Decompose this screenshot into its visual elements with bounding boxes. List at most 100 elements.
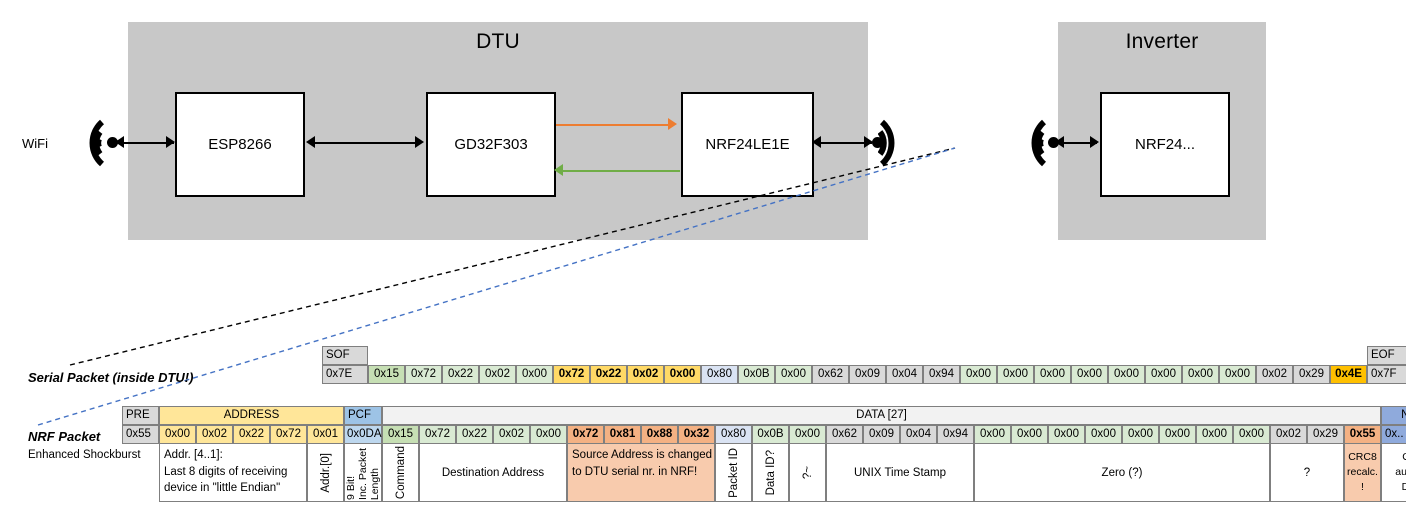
nrf-desc-unknown: ?: [1270, 444, 1344, 502]
serial-byte-18: 0x00: [1034, 365, 1071, 384]
nrf-desc-address: Addr. [4..1]: Last 8 digits of receiving…: [159, 444, 307, 502]
nrf-header-row: PRE ADDRESS PCF DATA [27] NRF CRC: [122, 406, 1406, 425]
nrf-byte-6: 0x81: [604, 425, 641, 444]
nrf-byte-1: 0x72: [419, 425, 456, 444]
serial-byte-11: 0x00: [775, 365, 812, 384]
nrf-byte-9: 0x80: [715, 425, 752, 444]
nrf-desc-tilde-text: ?~: [801, 465, 814, 480]
nrf-byte-5: 0x72: [567, 425, 604, 444]
inverter-antenna-link: [1059, 142, 1097, 144]
serial-byte-3: 0x02: [479, 365, 516, 384]
nrf-desc-unknown-text: ?: [1303, 466, 1311, 479]
serial-sof-header: SOF: [322, 346, 368, 365]
dtu-rf-antenna-dot: [872, 137, 883, 148]
nrf-gd32-downlink-arrowhead: [554, 164, 563, 176]
nrf-byte-12: 0x62: [826, 425, 863, 444]
nrf-desc-data-id: Data ID?: [752, 444, 789, 502]
nrf-desc-timestamp: UNIX Time Stamp: [826, 444, 974, 502]
wifi-esp-arrow-left: [115, 136, 124, 148]
chip-nrf24-inverter-label: NRF24...: [1134, 136, 1195, 153]
serial-byte-12: 0x62: [812, 365, 849, 384]
gd32-nrf-uplink-arrowhead: [668, 118, 677, 130]
serial-byte-19: 0x00: [1071, 365, 1108, 384]
serial-byte-24: 0x02: [1256, 365, 1293, 384]
nrf-desc-addr0: Addr.[0]: [307, 444, 344, 502]
nrf-byte-14: 0x04: [900, 425, 937, 444]
nrf-address-byte-4: 0x01: [307, 425, 344, 444]
dtu-rf-antenna-icon: [878, 119, 895, 167]
serial-byte-15: 0x94: [923, 365, 960, 384]
serial-byte-13: 0x09: [849, 365, 886, 384]
nrf-desc-source: Source Address is changed to DTU serial …: [567, 444, 715, 502]
nrf-crc-byte-0: 0x..: [1381, 425, 1406, 444]
inverter-antenna-dot: [1048, 137, 1059, 148]
inverter-antenna-arrow-left: [1055, 136, 1064, 148]
inverter-title: Inverter: [1125, 30, 1199, 53]
nrf-desc-addr0-text: Addr.[0]: [319, 452, 332, 493]
nrf-byte-0: 0x15: [382, 425, 419, 444]
esp-gd32-arrow-right: [415, 136, 424, 148]
nrf-desc-destination-text: Destination Address: [441, 466, 545, 479]
nrf-desc-packet-id-text: Packet ID: [727, 447, 740, 498]
nrf-address-byte-2: 0x22: [233, 425, 270, 444]
nrf-desc-destination: Destination Address: [419, 444, 567, 502]
nrf-address-header: ADDRESS: [159, 406, 344, 425]
serial-byte-5: 0x72: [553, 365, 590, 384]
nrf-byte-19: 0x00: [1085, 425, 1122, 444]
wifi-label: WiFi: [22, 136, 48, 151]
nrf-packet-label: NRF Packet: [28, 429, 101, 444]
serial-byte-9: 0x80: [701, 365, 738, 384]
nrf-address-byte-1: 0x02: [196, 425, 233, 444]
nrf-byte-22: 0x00: [1196, 425, 1233, 444]
nrf-desc-pcf-line3: Length: [369, 467, 381, 500]
serial-byte-8: 0x00: [664, 365, 701, 384]
nrf-byte-25: 0x29: [1307, 425, 1344, 444]
nrf-data-header: DATA [27]: [382, 406, 1381, 425]
nrf-desc-pcf-line1: 9 Bit!: [345, 476, 357, 500]
serial-byte-26: 0x4E: [1330, 365, 1367, 384]
serial-byte-7: 0x02: [627, 365, 664, 384]
chip-esp8266: ESP8266: [175, 92, 305, 197]
nrf-antenna-link: [817, 142, 872, 144]
chip-nrf24le1e-label: NRF24LE1E: [705, 136, 790, 153]
nrf-description-row: Addr. [4..1]: Last 8 digits of receiving…: [122, 444, 1406, 502]
esp-gd32-link: [312, 142, 417, 144]
serial-sof-value: 0x7E: [322, 365, 368, 384]
nrf-byte-21: 0x00: [1159, 425, 1196, 444]
nrf-pre-header: PRE: [122, 406, 159, 425]
serial-byte-21: 0x00: [1145, 365, 1182, 384]
nrf-desc-crc-note: Generated automatically. Dont Care!: [1381, 444, 1406, 502]
inverter-antenna-arrow-right: [1090, 136, 1099, 148]
nrf-byte-26: 0x55: [1344, 425, 1381, 444]
nrf-address-byte-0: 0x00: [159, 425, 196, 444]
nrf-desc-pre-spacer: [122, 444, 159, 502]
nrf-antenna-arrow-right: [864, 136, 873, 148]
nrf-desc-crc-note-text: Generated automatically. Dont Care!: [1395, 451, 1406, 492]
nrf-pcf-value: 0x0DA: [344, 425, 382, 444]
serial-eof-header: EOF: [1367, 346, 1406, 365]
nrf-desc-address-text: Addr. [4..1]: Last 8 digits of receiving…: [164, 449, 288, 495]
nrf-desc-pcf-stack: 9 Bit! Inc. Packet Length: [345, 444, 381, 501]
nrf-desc-packet-id: Packet ID: [715, 444, 752, 502]
nrf-pre-value: 0x55: [122, 425, 159, 444]
nrf-byte-18: 0x00: [1048, 425, 1085, 444]
nrf-byte-3: 0x02: [493, 425, 530, 444]
nrf-address-byte-3: 0x72: [270, 425, 307, 444]
chip-nrf24-inverter: NRF24...: [1100, 92, 1230, 197]
nrf-desc-source-text: Source Address is changed to DTU serial …: [572, 449, 713, 478]
nrf-desc-crc8-text: CRC8 recalc. !: [1347, 451, 1378, 493]
nrf-gd32-downlink-line: [563, 170, 680, 172]
nrf-pcf-header: PCF: [344, 406, 382, 425]
serial-packet-header-row: SOF EOF: [322, 346, 1406, 365]
nrf-byte-7: 0x88: [641, 425, 678, 444]
nrf-desc-zero: Zero (?): [974, 444, 1270, 502]
block-diagram: DTU Inverter WiFi ESP8266 GD32F303 NRF24…: [22, 22, 1266, 240]
nrf-desc-command: Command: [382, 444, 419, 502]
serial-byte-4: 0x00: [516, 365, 553, 384]
inverter-antenna-icon: [1031, 119, 1047, 167]
nrf-desc-command-text: Command: [394, 445, 407, 500]
esp-gd32-arrow-left: [306, 136, 315, 148]
